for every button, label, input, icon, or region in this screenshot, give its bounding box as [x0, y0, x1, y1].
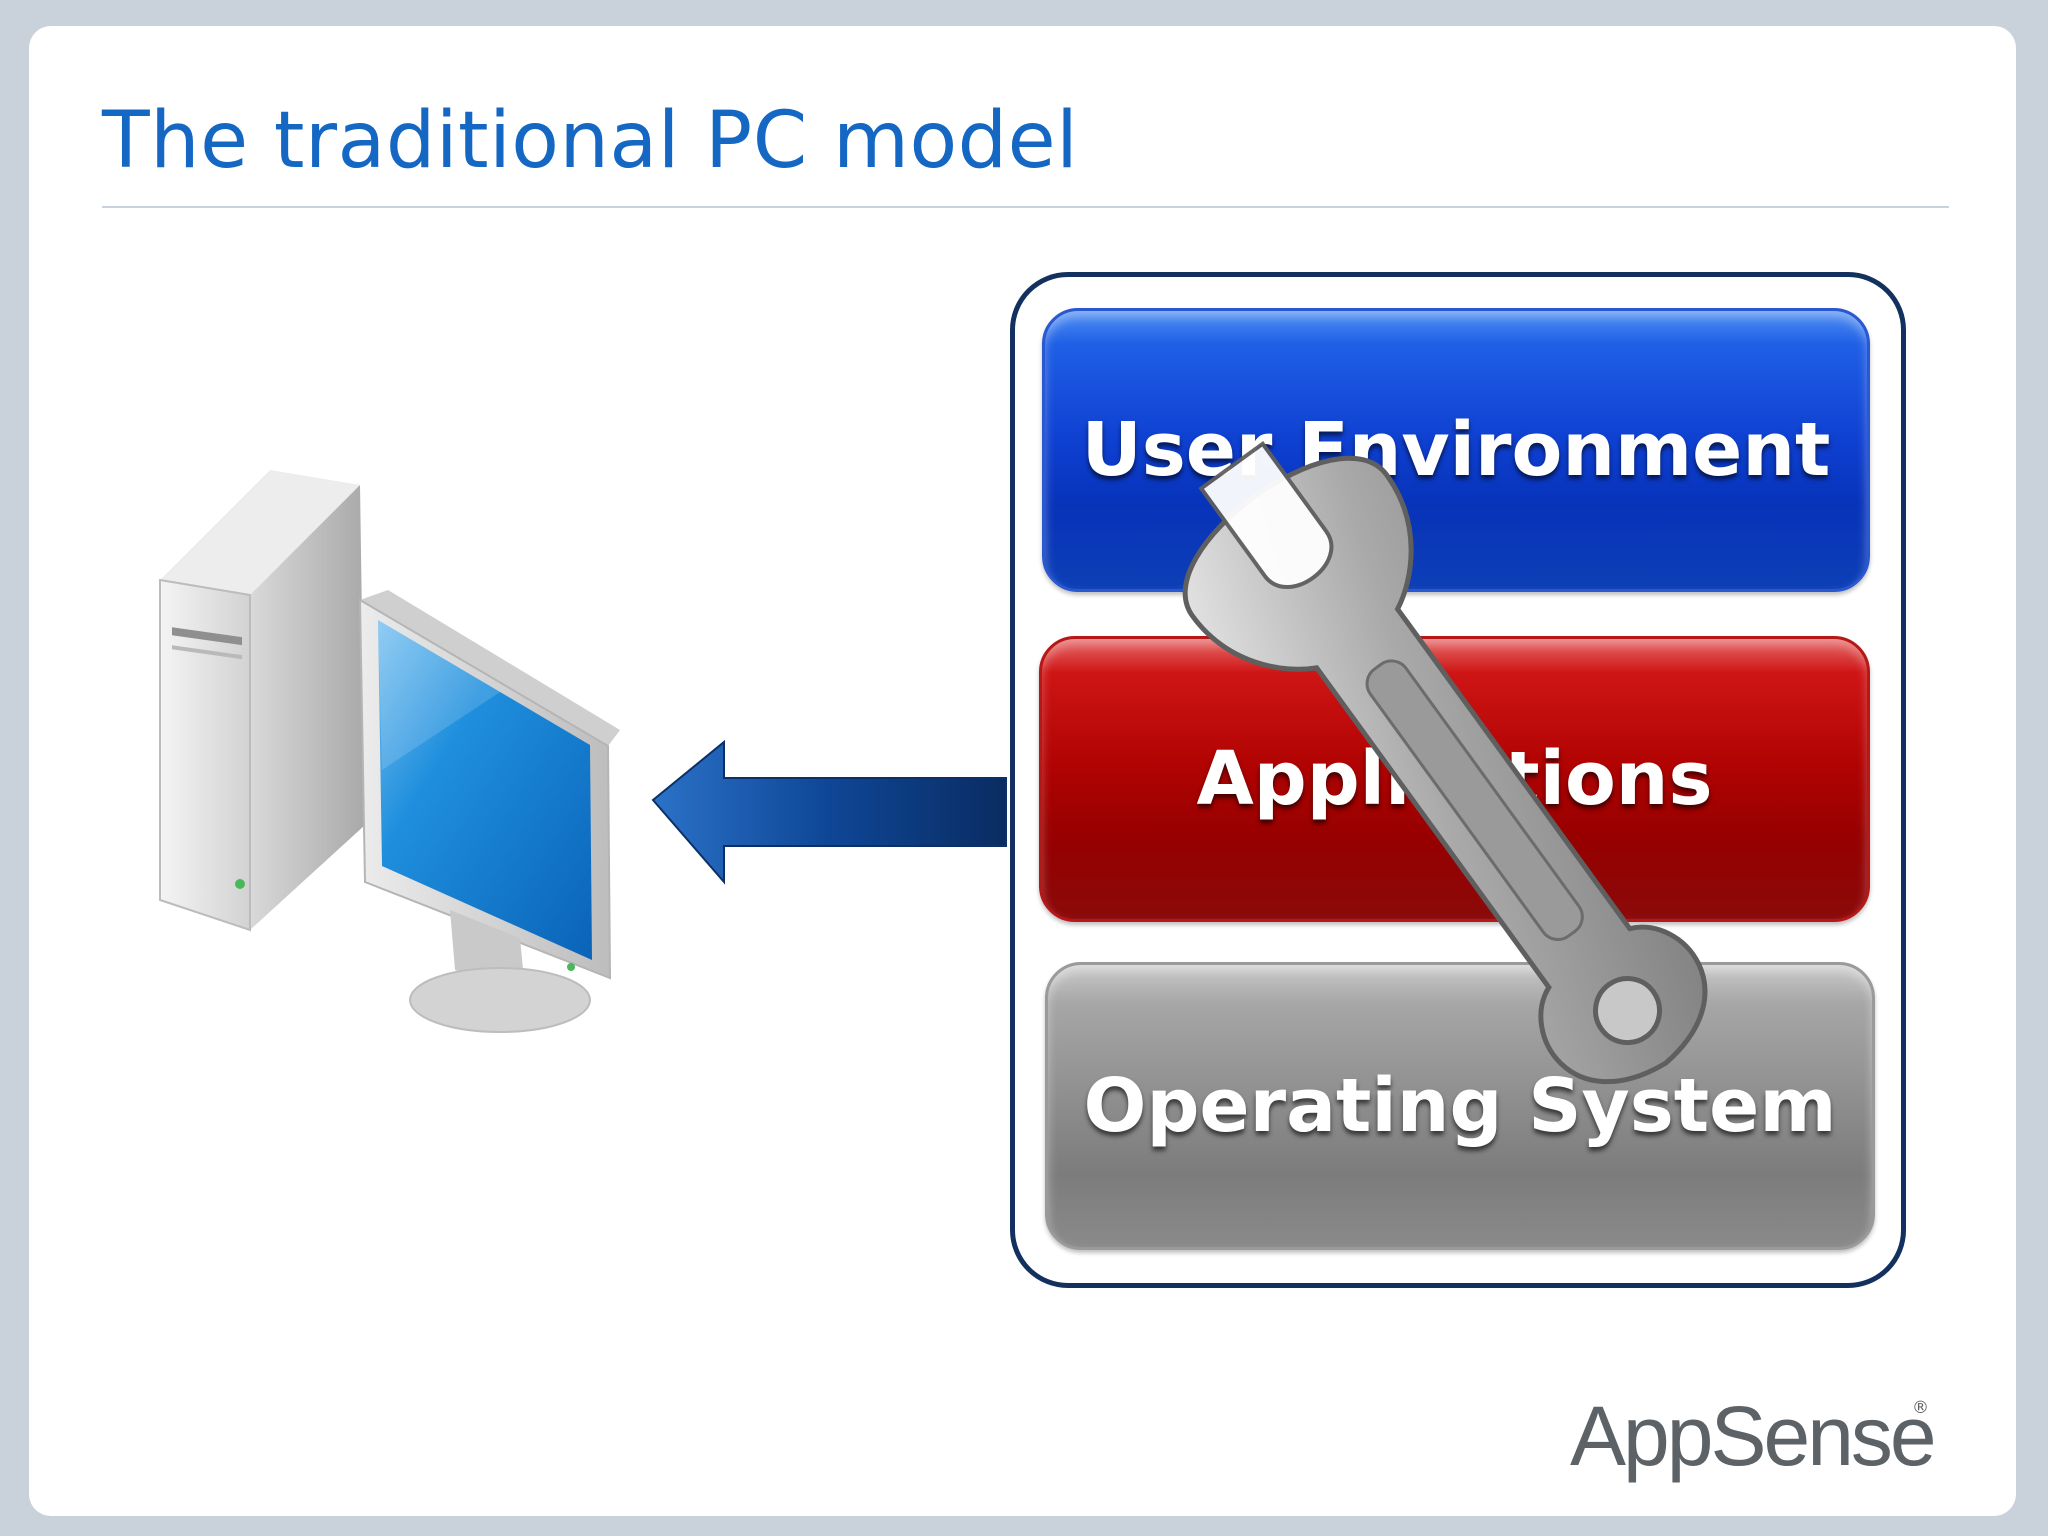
registered-mark: ®	[1912, 1398, 1929, 1418]
slide-title: The traditional PC model	[102, 96, 1079, 186]
layer-operating-system: Operating System	[1045, 962, 1875, 1250]
desktop-computer-icon	[159, 470, 620, 1033]
layer-label: User Environment	[1081, 407, 1831, 493]
title-divider	[102, 206, 1949, 208]
wrench-icon	[1182, 440, 1708, 1085]
layer-user-environment: User Environment	[1042, 308, 1870, 592]
layer-label: Operating System	[1083, 1063, 1837, 1149]
appsense-logo: AppSense	[1570, 1389, 1937, 1483]
arrow-left-icon	[651, 739, 1007, 885]
